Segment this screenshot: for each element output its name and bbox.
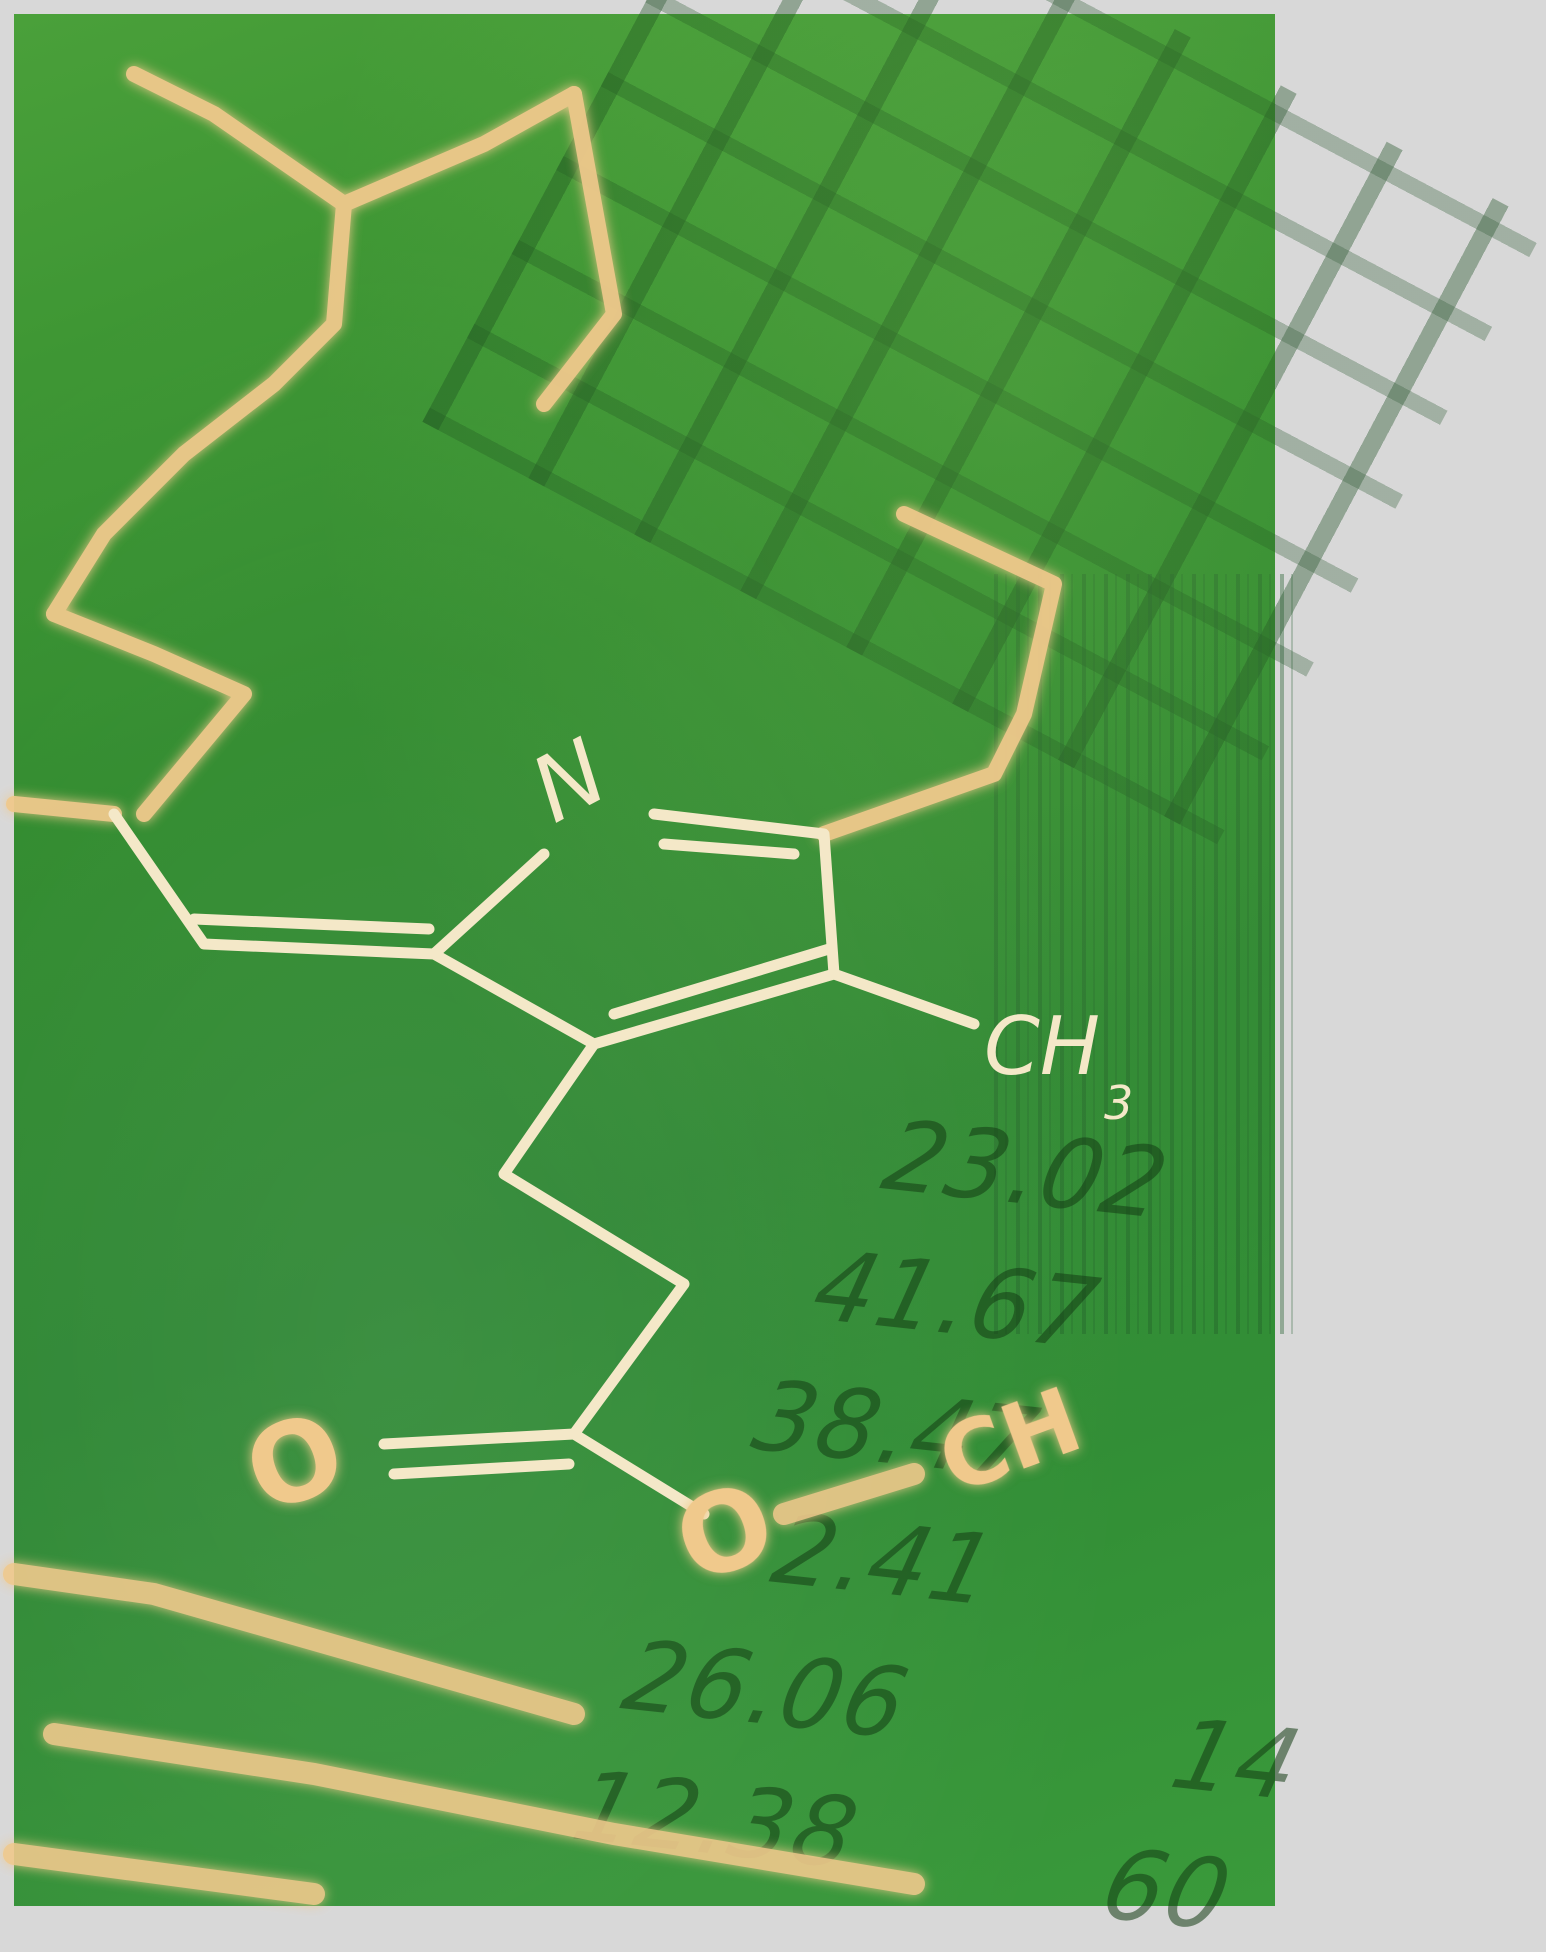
upper-branch-bond bbox=[336, 86, 582, 212]
oxygen-label: O bbox=[229, 1386, 361, 1538]
lower-glow-chain bbox=[3, 1563, 585, 1725]
barcode-stripes bbox=[994, 574, 1294, 1334]
methyl-label: CH bbox=[984, 1000, 1100, 1093]
carbonyl-double-bond bbox=[388, 1458, 575, 1480]
ester-methyl-bond bbox=[773, 1463, 925, 1525]
nitrogen-label: N bbox=[515, 719, 624, 843]
side-chain-bond bbox=[498, 1038, 690, 1440]
upper-chain-bond bbox=[46, 66, 352, 622]
ring-n-double-bond bbox=[658, 838, 800, 860]
carbonyl-bond bbox=[378, 1428, 580, 1450]
ester-bond bbox=[568, 1428, 710, 1520]
ester-methyl-label: CH bbox=[926, 1368, 1095, 1515]
left-stub-bond bbox=[6, 796, 122, 822]
right-chain-bond bbox=[816, 506, 1062, 842]
ester-oxygen-label: O bbox=[659, 1456, 791, 1608]
lower-glow-chain bbox=[43, 1723, 925, 1895]
ring-left-double-bond bbox=[188, 913, 435, 935]
photo-frame: 23.02 41.67 38.47 2.41 26.06 12.38 14 60 bbox=[3, 0, 1546, 1952]
lower-glow-chain bbox=[3, 1843, 325, 1905]
upper-ring-bond bbox=[536, 86, 622, 412]
ring-double-bond bbox=[608, 943, 835, 1020]
left-zigzag-bond bbox=[46, 606, 252, 822]
ring-left-bond bbox=[108, 808, 550, 960]
light-overlay bbox=[14, 14, 1275, 1906]
methyl-subscript: 3 bbox=[1104, 1076, 1133, 1130]
molecule-structure: N CH 3 O O CH bbox=[3, 66, 1133, 1905]
methyl-bond bbox=[828, 968, 980, 1030]
